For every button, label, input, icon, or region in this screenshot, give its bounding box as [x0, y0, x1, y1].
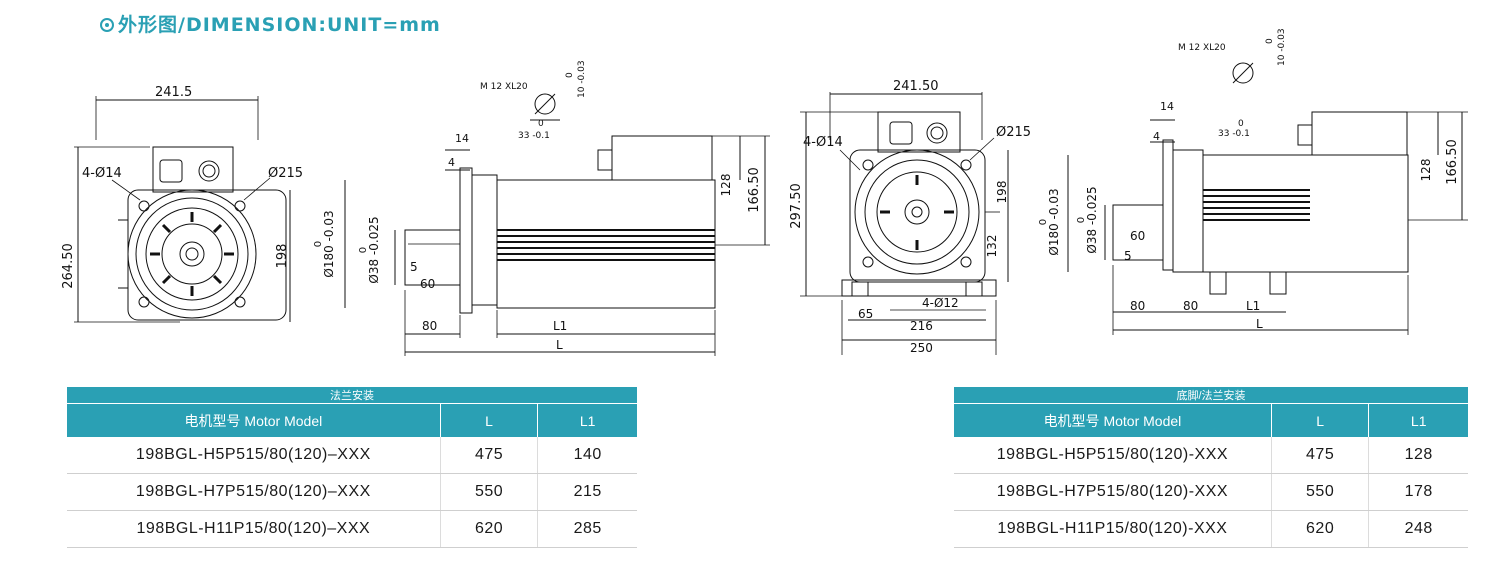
L1-cell: 215: [537, 473, 637, 511]
dim-4-holes-14-foot: 4-Ø14: [803, 135, 843, 150]
header-L: L: [1271, 403, 1370, 437]
L-cell: 475: [440, 437, 539, 474]
dim-dia-38: Ø38 -0.025: [367, 216, 381, 283]
dim-dia-38-foot: Ø38 -0.025: [1085, 186, 1099, 253]
foot-side-view: [1067, 62, 1468, 335]
dim-132: 132: [985, 235, 999, 258]
table-row: 198BGL-H11P15/80(120)-XXX 620 248: [954, 510, 1468, 548]
L-cell: 550: [440, 473, 539, 511]
table-row: 198BGL-H11P15/80(120)–XXX 620 285: [67, 510, 637, 548]
dim-4-holes-14: 4-Ø14: [82, 166, 122, 181]
model-cell: 198BGL-H5P515/80(120)–XXX: [67, 437, 441, 474]
dim-pcd-215-foot: Ø215: [996, 125, 1031, 140]
key-tol-a-2: 0: [1265, 38, 1275, 44]
L-cell: 620: [440, 510, 539, 548]
dim-4-side: 4: [448, 156, 455, 169]
dim-5-foot: 5: [1124, 249, 1132, 263]
L1-cell: 140: [537, 437, 637, 474]
model-cell: 198BGL-H7P515/80(120)-XXX: [954, 473, 1272, 511]
table-row: 198BGL-H5P515/80(120)-XXX 475 128: [954, 437, 1468, 474]
page-title: 外形图/DIMENSION:UNIT=mm: [100, 10, 441, 37]
model-cell: 198BGL-H5P515/80(120)-XXX: [954, 437, 1272, 474]
table-caption: 法兰安装: [67, 387, 637, 404]
key-tol-a-1: 0: [565, 72, 575, 78]
dimension-drawing: 241.5 264.50 4-Ø14 Ø215 198 M: [61, 28, 1468, 356]
flange-mount-table: 法兰安装 电机型号 Motor Model L L1 198BGL-H5P515…: [67, 387, 637, 548]
page-title-text: 外形图/DIMENSION:UNIT=mm: [118, 14, 441, 36]
table-row: 198BGL-H7P515/80(120)-XXX 550 178: [954, 473, 1468, 511]
header-L1: L1: [1368, 403, 1468, 437]
dim-pcd-215: Ø215: [268, 166, 303, 181]
dim-264-50: 264.50: [61, 243, 76, 289]
dim-4-holes-12: 4-Ø12: [922, 296, 959, 310]
dim-166-50-foot: 166.50: [1445, 139, 1460, 185]
dim-L-foot: L: [1256, 317, 1263, 331]
dim-dia-38-tol-foot: 0: [1076, 217, 1087, 223]
dim-14-foot-side: 14: [1160, 100, 1174, 113]
dim-250: 250: [910, 341, 933, 355]
header-motor-model: 电机型号 Motor Model: [954, 403, 1272, 437]
key-thread-1: M 12 XL20: [480, 82, 528, 92]
dim-241-50: 241.50: [893, 79, 939, 94]
model-cell: 198BGL-H11P15/80(120)–XXX: [67, 510, 441, 548]
key-width-1: 33 -0.1: [518, 131, 550, 141]
L1-cell: 178: [1368, 473, 1468, 511]
dim-241-5: 241.5: [155, 85, 192, 100]
key-thread-2: M 12 XL20: [1178, 43, 1226, 53]
L1-cell: 285: [537, 510, 637, 548]
dim-dia-38-tol: 0: [358, 247, 369, 253]
L-cell: 550: [1271, 473, 1370, 511]
dim-5: 5: [410, 260, 418, 274]
dim-297-50: 297.50: [789, 183, 804, 229]
L-cell: 475: [1271, 437, 1370, 474]
dim-80a-foot: 80: [1130, 299, 1145, 313]
dim-L1-foot: L1: [1246, 299, 1260, 313]
dim-60: 60: [420, 277, 435, 291]
key-tol-b-1: 10 -0.03: [577, 60, 587, 98]
header-L1: L1: [537, 403, 637, 437]
key-tol-c-2: 0: [1238, 119, 1244, 129]
table-row: 198BGL-H5P515/80(120)–XXX 475 140: [67, 437, 637, 474]
dim-60-foot: 60: [1130, 229, 1145, 243]
dim-198-foot: 198: [995, 181, 1009, 204]
L-cell: 620: [1271, 510, 1370, 548]
dim-166-50: 166.50: [747, 167, 762, 213]
key-width-2: 33 -0.1: [1218, 129, 1250, 139]
dim-14-side: 14: [455, 132, 469, 145]
header-motor-model: 电机型号 Motor Model: [67, 403, 441, 437]
L1-cell: 248: [1368, 510, 1468, 548]
L1-cell: 128: [1368, 437, 1468, 474]
foot-flange-mount-table: 底脚/法兰安装 电机型号 Motor Model L L1 198BGL-H5P…: [954, 387, 1468, 548]
dim-216: 216: [910, 319, 933, 333]
dim-128: 128: [719, 174, 733, 197]
model-cell: 198BGL-H11P15/80(120)-XXX: [954, 510, 1272, 548]
key-tol-c-1: 0: [538, 119, 544, 129]
circle-dot-icon: [100, 18, 114, 32]
dim-dia-180-foot: Ø180 -0.03: [1047, 188, 1061, 255]
dim-L: L: [556, 338, 563, 352]
dim-dia-180-tol-foot: 0: [1038, 219, 1049, 225]
dim-80: 80: [422, 319, 437, 333]
dim-65: 65: [858, 307, 873, 321]
flange-front-view: [74, 96, 291, 323]
dim-dia-180: Ø180 -0.03: [322, 210, 336, 277]
key-tol-b-2: 10 -0.03: [1277, 28, 1287, 66]
table-row: 198BGL-H7P515/80(120)–XXX 550 215: [67, 473, 637, 511]
foot-front-view: [800, 92, 1009, 355]
dim-198: 198: [275, 244, 290, 269]
dim-80b-foot: 80: [1183, 299, 1198, 313]
header-L: L: [440, 403, 539, 437]
dim-dia-180-tol: 0: [313, 241, 324, 247]
flange-side-view: [344, 93, 770, 356]
dim-128-foot: 128: [1419, 159, 1433, 182]
table-caption: 底脚/法兰安装: [954, 387, 1468, 404]
dim-L1: L1: [553, 319, 567, 333]
model-cell: 198BGL-H7P515/80(120)–XXX: [67, 473, 441, 511]
dim-4-foot-side: 4: [1153, 130, 1160, 143]
